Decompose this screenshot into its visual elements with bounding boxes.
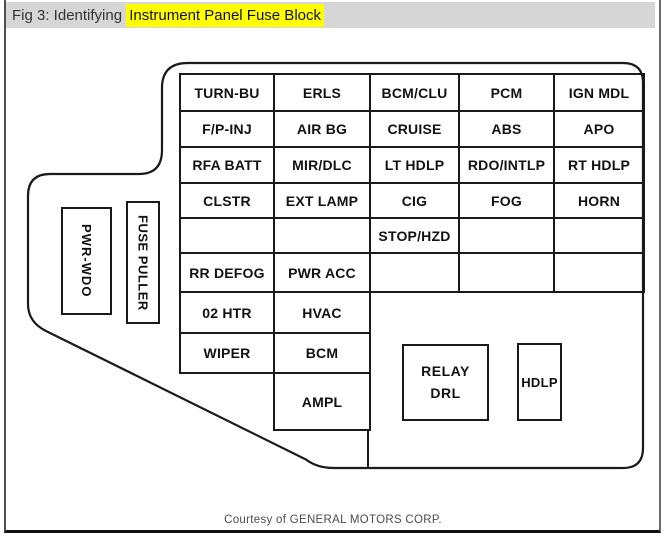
fuse-cell: PCM	[458, 73, 555, 112]
fuse-cell: STOP/HZD	[369, 217, 460, 254]
fuse-cell	[369, 252, 460, 293]
fuse-cell: PWR ACC	[273, 252, 371, 293]
fuse-row: WIPER BCM	[179, 332, 644, 374]
fuse-cell: AMPL	[273, 372, 371, 431]
fuse-cell: MIR/DLC	[273, 146, 371, 184]
fuse-grid: TURN-BU ERLS BCM/CLU PCM IGN MDL F/P-INJ…	[179, 73, 645, 431]
hdlp-label: HDLP	[521, 374, 558, 390]
page-frame	[4, 0, 661, 533]
fuse-cell: FOG	[458, 182, 555, 219]
figure-title-prefix: Fig 3: Identifying	[12, 6, 127, 24]
courtesy-caption: Courtesy of GENERAL MOTORS CORP.	[224, 514, 442, 526]
fuse-row: RFA BATT MIR/DLC LT HDLP RDO/INTLP RT HD…	[179, 146, 645, 184]
fuse-row: F/P-INJ AIR BG CRUISE ABS APO	[179, 110, 645, 148]
hdlp-relay-box: HDLP	[517, 343, 562, 421]
fuse-cell	[458, 252, 555, 293]
fuse-cell	[458, 217, 555, 254]
fuse-cell: IGN MDL	[553, 73, 645, 112]
fuse-row: 02 HTR HVAC	[179, 291, 644, 334]
fuse-row: CLSTR EXT LAMP CIG FOG HORN	[179, 182, 645, 219]
fuse-cell: RR DEFOG	[179, 252, 275, 293]
open-area-spacer	[370, 292, 644, 333]
fuse-puller-label: FUSE PULLER	[135, 214, 151, 311]
fuse-cell: HORN	[553, 182, 645, 219]
fuse-cell: WIPER	[179, 332, 275, 374]
fuse-cell: ABS	[458, 110, 555, 148]
fuse-cell	[179, 217, 275, 254]
fuse-cell: CLSTR	[179, 182, 275, 219]
fuse-cell: F/P-INJ	[179, 110, 275, 148]
fuse-cell: TURN-BU	[179, 73, 275, 112]
fuse-row: AMPL	[180, 372, 644, 431]
fuse-cell: AIR BG	[273, 110, 371, 148]
fuse-cell: RFA BATT	[179, 146, 275, 184]
fuse-cell: HVAC	[273, 291, 371, 334]
fuse-cell: BCM/CLU	[369, 73, 460, 112]
figure-title-bar: Fig 3: Identifying Instrument Panel Fuse…	[6, 2, 655, 28]
fuse-cell: BCM	[273, 332, 371, 374]
pwr-wdo-box: PWR-WDO	[61, 207, 112, 315]
fuse-row: RR DEFOG PWR ACC	[179, 252, 645, 293]
fuse-cell: APO	[553, 110, 645, 148]
fuse-cell: RT HDLP	[553, 146, 645, 184]
fuse-cell: EXT LAMP	[273, 182, 371, 219]
fuse-block-body-outline	[26, 61, 645, 470]
fuse-cell: ERLS	[273, 73, 371, 112]
relay-drl-label-line2: DRL	[430, 384, 461, 401]
fuse-row: STOP/HZD	[179, 217, 645, 254]
fuse-cell	[553, 252, 645, 293]
fuse-puller-box: FUSE PULLER	[126, 201, 160, 324]
figure-title-highlight: Instrument Panel Fuse Block	[126, 3, 324, 27]
fuse-cell	[273, 217, 371, 254]
fuse-row: TURN-BU ERLS BCM/CLU PCM IGN MDL	[179, 73, 645, 112]
fuse-cell: CIG	[369, 182, 460, 219]
cutout-spacer	[180, 373, 274, 430]
relay-drl-label-line1: RELAY	[421, 362, 470, 379]
relay-drl-box: RELAY DRL	[402, 344, 489, 421]
fuse-cell: 02 HTR	[179, 291, 275, 334]
pwr-wdo-label: PWR-WDO	[79, 224, 94, 298]
fuse-cell	[553, 217, 645, 254]
fuse-cell: LT HDLP	[369, 146, 460, 184]
fuse-cell: RDO/INTLP	[458, 146, 555, 184]
fuse-cell: CRUISE	[369, 110, 460, 148]
